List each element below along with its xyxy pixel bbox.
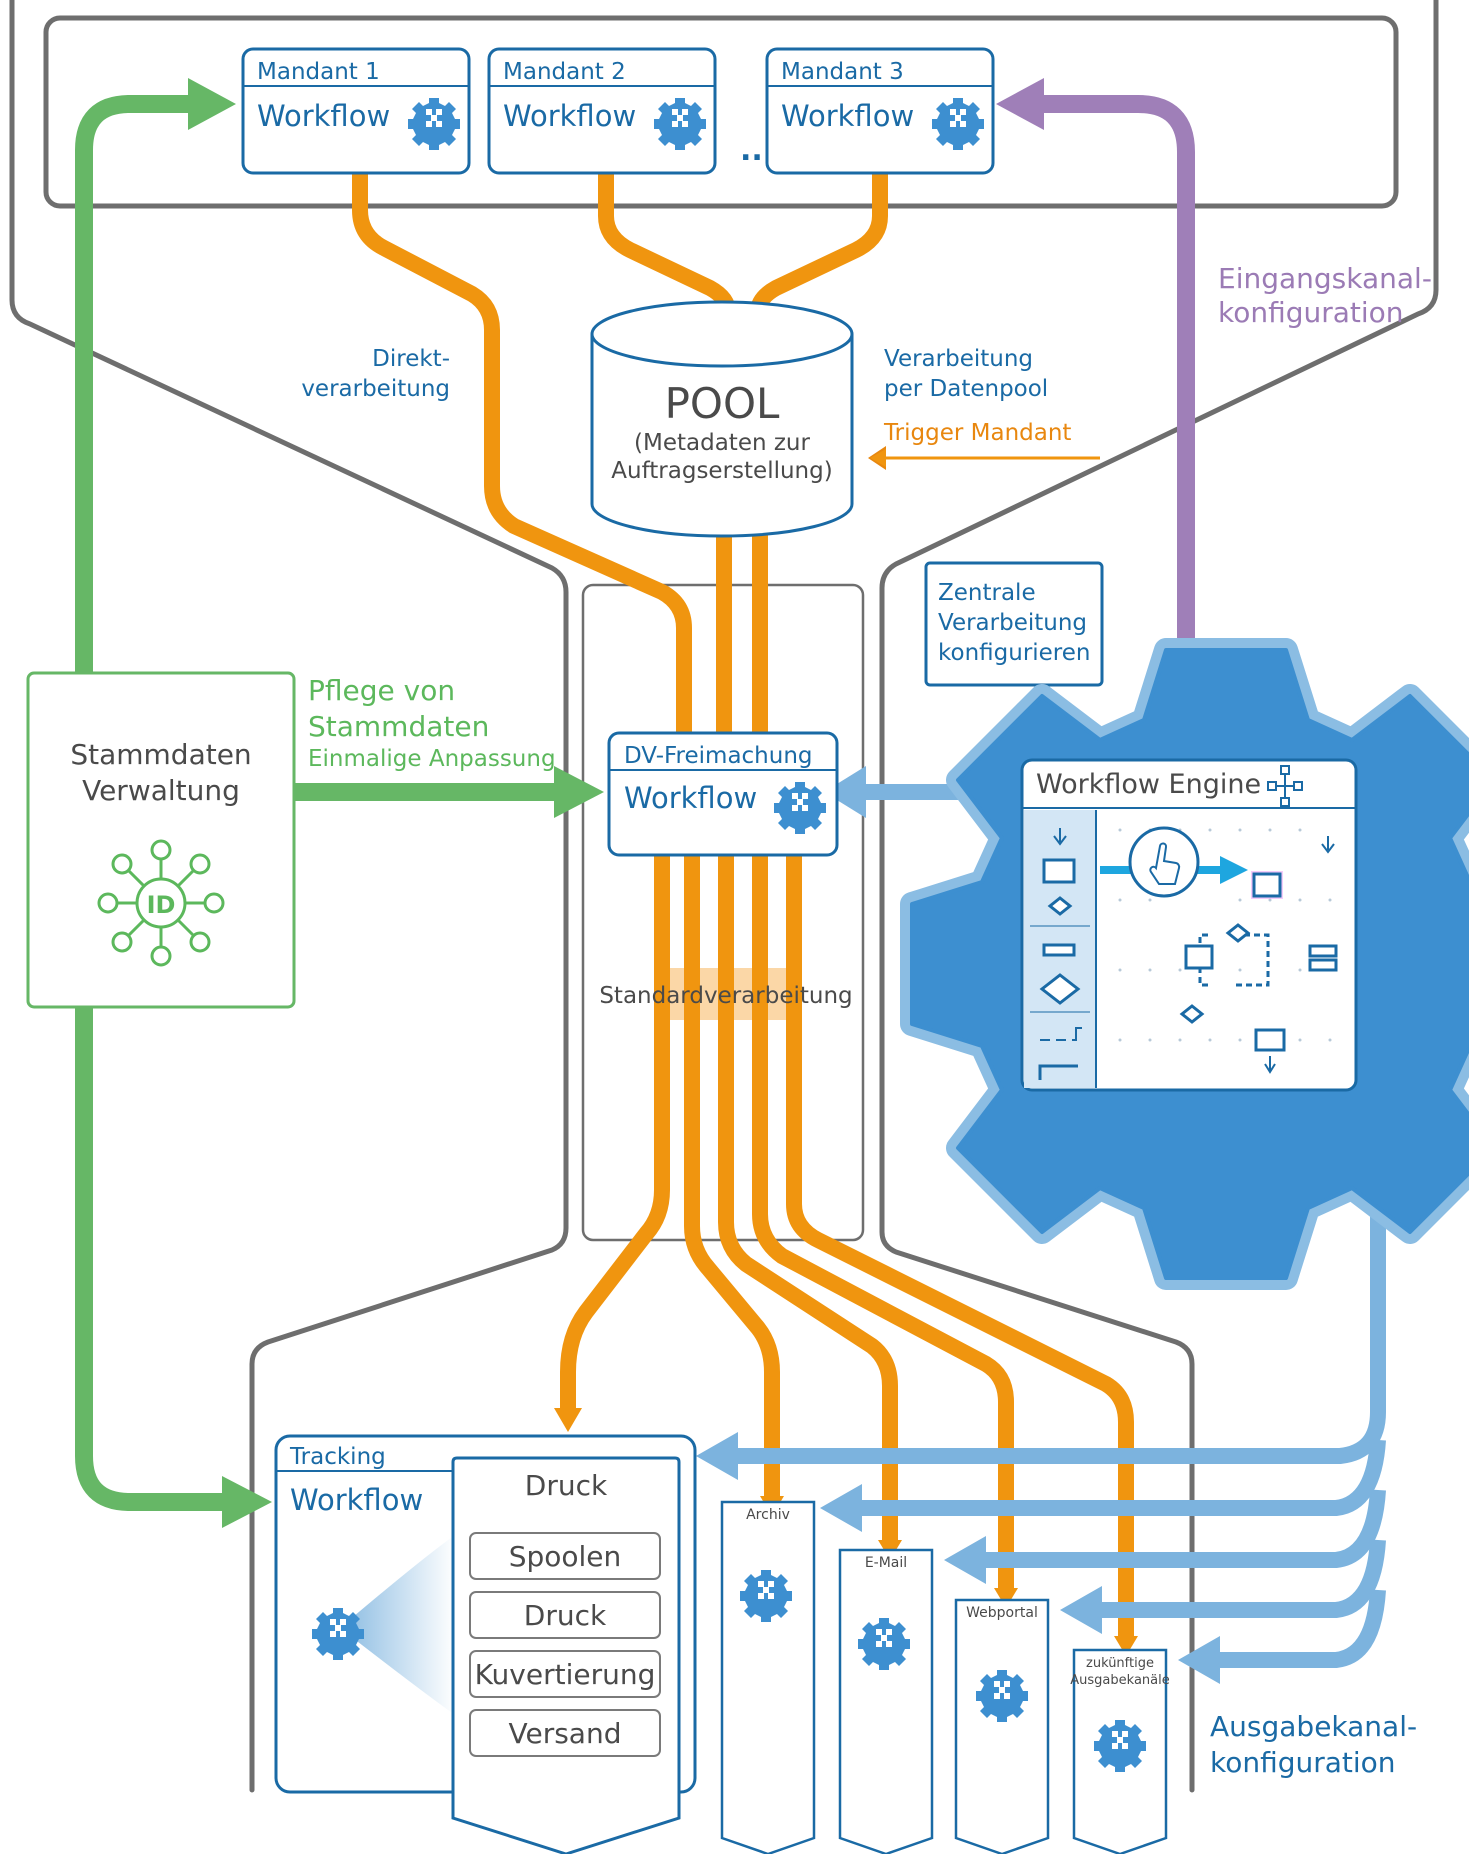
- central-processing-box[interactable]: Zentrale Verarbeitung konfigurieren: [924, 561, 1104, 687]
- channel-label: Webportal: [966, 1605, 1038, 1621]
- master-data-label-2: Verwaltung: [82, 774, 240, 807]
- print-box[interactable]: Druck Spoolen Druck Kuvertierung Versand: [451, 1456, 681, 1854]
- datapool-label-2: per Datenpool: [884, 376, 1048, 402]
- output-channel-label-1: Ausgabekanal-: [1210, 1710, 1417, 1743]
- left-funnel-frame: [9, 0, 569, 1793]
- green-arrowhead-dv: [554, 766, 604, 818]
- workflow-gear-icon: [774, 782, 826, 834]
- mandant-1-box[interactable]: Mandant 1 Workflow: [241, 47, 471, 175]
- workflow-gear-icon: [1094, 1720, 1146, 1772]
- direct-processing-label-1: Direkt-: [372, 346, 450, 372]
- print-step-label: Kuvertierung: [475, 1658, 656, 1691]
- pool-title: POOL: [665, 379, 780, 428]
- tracking-fan: [340, 1535, 455, 1715]
- direct-processing-line: [352, 172, 692, 740]
- id-network-icon: [97, 839, 225, 967]
- dv-workflow-box[interactable]: DV-Freimachung Workflow: [607, 731, 839, 857]
- dv-title: DV-Freimachung: [624, 743, 813, 769]
- workflow-gear-icon: [408, 98, 460, 150]
- mandant-2-box[interactable]: Mandant 2 Workflow: [487, 47, 717, 175]
- purple-arrow: [996, 78, 1195, 660]
- output-channel-label-2: konfiguration: [1210, 1746, 1396, 1779]
- pool-subtitle-line2: Auftragserstellung): [611, 458, 832, 484]
- workflow-gear-icon: [976, 1670, 1028, 1722]
- pool-subtitle-line1: (Metadaten zur: [634, 430, 810, 456]
- workflow-label: Workflow: [503, 99, 636, 133]
- channel-label: Archiv: [746, 1507, 790, 1523]
- standard-processing-label: Standardverarbeitung: [599, 983, 852, 1009]
- workflow-label: Workflow: [781, 99, 914, 133]
- channel-email[interactable]: E-Mail: [838, 1548, 934, 1854]
- light-blue-arrows: [696, 766, 1386, 1684]
- channel-label-line1: zukünftige: [1086, 1656, 1154, 1671]
- workflow-gear-icon: [654, 98, 706, 150]
- trigger-label: Trigger Mandant: [883, 420, 1071, 446]
- print-step-label: Druck: [524, 1599, 607, 1632]
- right-funnel-frame: [879, 0, 1439, 1793]
- channel-future[interactable]: zukünftige Ausgabekanäle: [1070, 1648, 1170, 1854]
- datapool-label-1: Verarbeitung: [884, 346, 1033, 372]
- pool-database[interactable]: POOL (Metadaten zur Auftragserstellung): [590, 300, 854, 538]
- input-channel-label-2: konfiguration: [1218, 296, 1404, 329]
- print-step[interactable]: Spoolen: [469, 1532, 661, 1580]
- engine-to-dv-arrowhead: [824, 766, 866, 818]
- flowchart-icon: [1267, 765, 1303, 807]
- mandant-label: Mandant 1: [257, 59, 380, 85]
- workflow-gear-icon: [312, 1608, 364, 1660]
- workflow-engine[interactable]: Workflow Engine: [900, 638, 1469, 1290]
- green-arrows: [75, 78, 604, 1528]
- direct-processing-label-2: verarbeitung: [301, 376, 450, 402]
- master-data-care-2: Stammdaten: [308, 710, 489, 743]
- green-arrowhead-top: [188, 78, 236, 130]
- channel-label: E-Mail: [865, 1555, 907, 1571]
- tracking-workflow-label: Workflow: [290, 1483, 423, 1517]
- channel-webportal[interactable]: Webportal: [954, 1598, 1050, 1854]
- channel-archiv[interactable]: Archiv: [720, 1500, 816, 1854]
- channel-label-line2: Ausgabekanäle: [1070, 1673, 1169, 1688]
- mandant-label: Mandant 2: [503, 59, 626, 85]
- orange-flows: [352, 172, 1138, 1656]
- green-arrowhead-tracking: [222, 1476, 272, 1528]
- central-label-1: Zentrale: [938, 580, 1036, 606]
- print-step[interactable]: Kuvertierung: [469, 1650, 661, 1698]
- print-title: Druck: [525, 1469, 608, 1502]
- master-data-care-1: Pflege von: [308, 674, 455, 707]
- master-data-box[interactable]: Stammdaten Verwaltung ID: [26, 671, 296, 1009]
- engine-palette: [1030, 828, 1090, 1080]
- workflow-gear-icon: [858, 1618, 910, 1670]
- workflow-gear-icon: [740, 1570, 792, 1622]
- mandant-label: Mandant 3: [781, 59, 904, 85]
- central-label-2: Verarbeitung: [938, 610, 1087, 636]
- mandant-3-box[interactable]: Mandant 3 Workflow: [765, 47, 995, 175]
- print-step[interactable]: Druck: [469, 1591, 661, 1639]
- workflow-gear-icon: [932, 98, 984, 150]
- purple-arrowhead: [996, 78, 1044, 130]
- dv-workflow-label: Workflow: [624, 781, 757, 815]
- engine-title: Workflow Engine: [1036, 769, 1261, 800]
- engine-canvas-grid: [1118, 828, 1332, 1042]
- print-step-label: Versand: [509, 1717, 622, 1750]
- mandant-area-frame: [43, 15, 1399, 209]
- print-step[interactable]: Versand: [469, 1709, 661, 1757]
- master-data-care-3: Einmalige Anpassung: [308, 746, 556, 772]
- id-badge: ID: [147, 891, 176, 919]
- trigger-arrowhead: [870, 449, 886, 467]
- master-data-label-1: Stammdaten: [70, 738, 251, 771]
- workflow-label: Workflow: [257, 99, 390, 133]
- central-label-3: konfigurieren: [938, 640, 1091, 666]
- engine-canvas-shapes: [1100, 826, 1338, 1074]
- input-channel-label-1: Eingangskanal-: [1218, 262, 1432, 295]
- tracking-title: Tracking: [289, 1444, 386, 1470]
- print-step-label: Spoolen: [509, 1540, 622, 1573]
